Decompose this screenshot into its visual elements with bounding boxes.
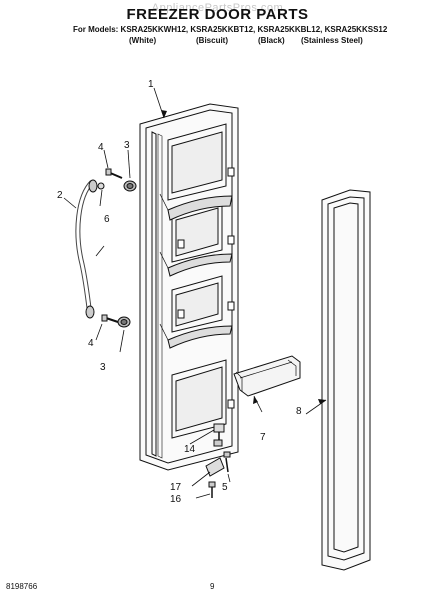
- finish-black: (Black): [258, 36, 285, 45]
- callout-8: 8: [296, 406, 302, 417]
- callout-5: 5: [222, 482, 228, 493]
- door-gasket: [321, 189, 371, 571]
- page-number: 9: [210, 582, 215, 591]
- callout-7: 7: [260, 432, 266, 443]
- callout-3-lower: 3: [100, 362, 106, 373]
- finish-white: (White): [129, 36, 157, 45]
- lower-handle-screw: [101, 314, 131, 328]
- callout-4-upper: 4: [98, 142, 104, 153]
- watermark: AppliancePartsPros.com: [151, 2, 284, 14]
- door-handle: [75, 179, 98, 319]
- callout-17: 17: [170, 482, 182, 493]
- upper-handle-screw: [97, 168, 137, 192]
- callout-4-lower: 4: [88, 338, 94, 349]
- freezer-door-panel: [139, 103, 239, 471]
- hinge-assembly: [205, 423, 231, 498]
- callout-1: 1: [148, 79, 154, 90]
- document-number: 8198766: [6, 582, 38, 591]
- callout-2: 2: [57, 190, 63, 201]
- models-line: For Models: KSRA25KKWH12, KSRA25KKBT12, …: [73, 25, 388, 34]
- page-title: FREEZER DOOR PARTS: [126, 6, 309, 23]
- finish-stainless: (Stainless Steel): [301, 36, 363, 45]
- finish-biscuit: (Biscuit): [196, 36, 228, 45]
- callout-14: 14: [184, 444, 196, 455]
- callout-6: 6: [104, 214, 110, 225]
- callout-3-upper: 3: [124, 140, 130, 151]
- door-bin: [233, 355, 301, 397]
- callout-16: 16: [170, 494, 182, 505]
